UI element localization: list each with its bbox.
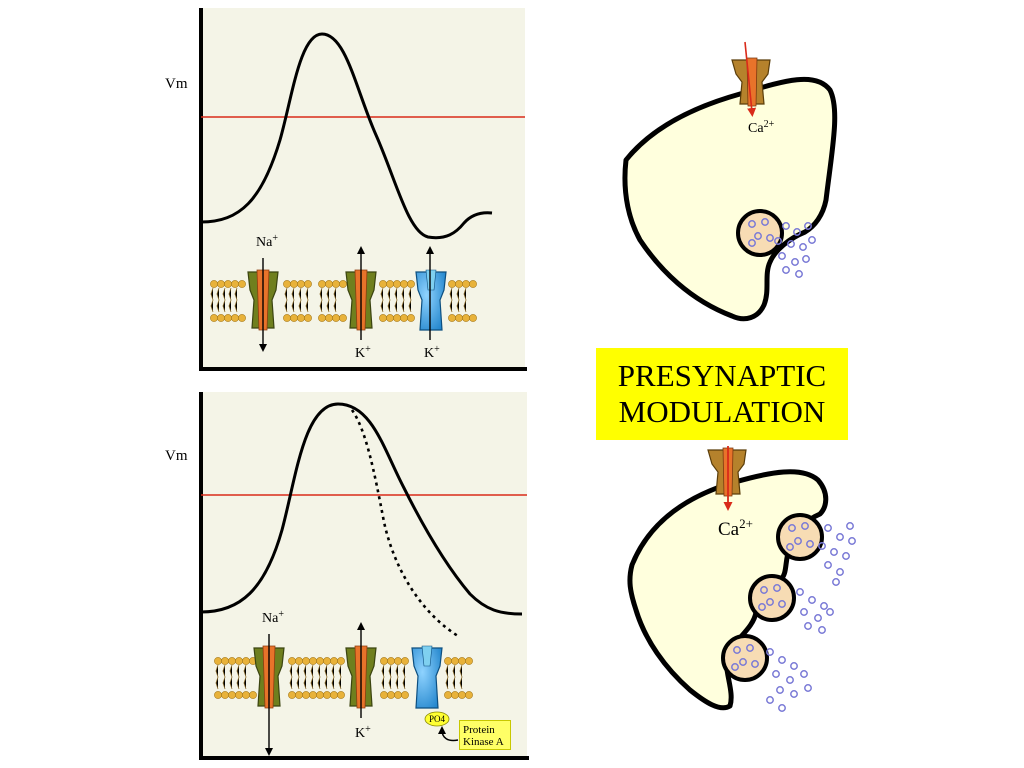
kinase-label-line-2: Kinase A bbox=[463, 736, 504, 748]
bottom-potassium-channel bbox=[345, 622, 377, 718]
bottom-vesicle-transmitters bbox=[731, 522, 814, 671]
kinase-label-line-1: Protein bbox=[463, 724, 495, 736]
top-sodium-label: Na+ bbox=[256, 233, 278, 250]
bottom-membrane-segment bbox=[288, 657, 346, 699]
top-membrane-segment bbox=[210, 280, 246, 322]
bottom-presynaptic-terminal: Ca2+ bbox=[627, 446, 856, 712]
top-presynaptic-terminal: Ca2+ bbox=[622, 41, 838, 322]
top-calcium-channel bbox=[731, 41, 771, 117]
bottom-calcium-channel bbox=[707, 446, 747, 511]
title-line-2: MODULATION bbox=[618, 394, 826, 429]
bottom-action-potential-panel: Vm bbox=[165, 392, 529, 760]
phosphate-label: PO4 bbox=[429, 714, 446, 724]
top-sodium-channel bbox=[247, 258, 279, 352]
bottom-calcium-label: Ca2+ bbox=[718, 516, 753, 540]
phosphate-group: PO4 bbox=[424, 711, 450, 727]
top-terminal-outline bbox=[622, 76, 838, 322]
kinase-arrow bbox=[438, 726, 459, 742]
bottom-vm-label: Vm bbox=[165, 448, 188, 464]
bottom-action-potential-trace bbox=[200, 402, 523, 616]
top-potassium-channel bbox=[345, 246, 377, 340]
bottom-blue-potassium-channel bbox=[411, 645, 443, 709]
presynaptic-modulation-title: PRESYNAPTIC MODULATION bbox=[596, 348, 848, 440]
top-membrane-segment bbox=[379, 280, 415, 322]
bottom-membrane-segment bbox=[380, 657, 412, 699]
top-blue-potassium-channel bbox=[415, 246, 447, 340]
bottom-released-transmitters bbox=[766, 522, 856, 712]
bottom-docked-vesicle-2 bbox=[748, 574, 796, 622]
protein-kinase-a-label: Protein Kinase A bbox=[459, 720, 511, 750]
bottom-sodium-label: Na+ bbox=[262, 609, 284, 626]
top-action-potential-trace bbox=[200, 32, 493, 240]
top-released-transmitters bbox=[774, 222, 816, 278]
top-vesicle-transmitters bbox=[748, 218, 774, 247]
top-membrane-segment bbox=[448, 280, 477, 322]
top-blue-potassium-label: K+ bbox=[424, 344, 440, 361]
bottom-docked-vesicle-3 bbox=[721, 634, 769, 682]
bottom-sodium-channel bbox=[253, 634, 285, 756]
bottom-membrane-segment bbox=[444, 657, 473, 699]
top-calcium-label: Ca2+ bbox=[748, 119, 775, 136]
bottom-docked-vesicle-1 bbox=[776, 513, 824, 561]
title-line-1: PRESYNAPTIC bbox=[617, 358, 827, 393]
top-vm-label: Vm bbox=[165, 76, 188, 92]
bottom-potassium-label: K+ bbox=[355, 724, 371, 741]
top-membrane-segment bbox=[318, 280, 347, 322]
bottom-membrane-segment bbox=[214, 657, 257, 699]
top-membrane bbox=[210, 280, 477, 322]
top-membrane-segment bbox=[283, 280, 315, 322]
top-potassium-label: K+ bbox=[355, 344, 371, 361]
bottom-membrane bbox=[214, 657, 473, 699]
top-action-potential-panel: Vm bbox=[165, 8, 527, 371]
